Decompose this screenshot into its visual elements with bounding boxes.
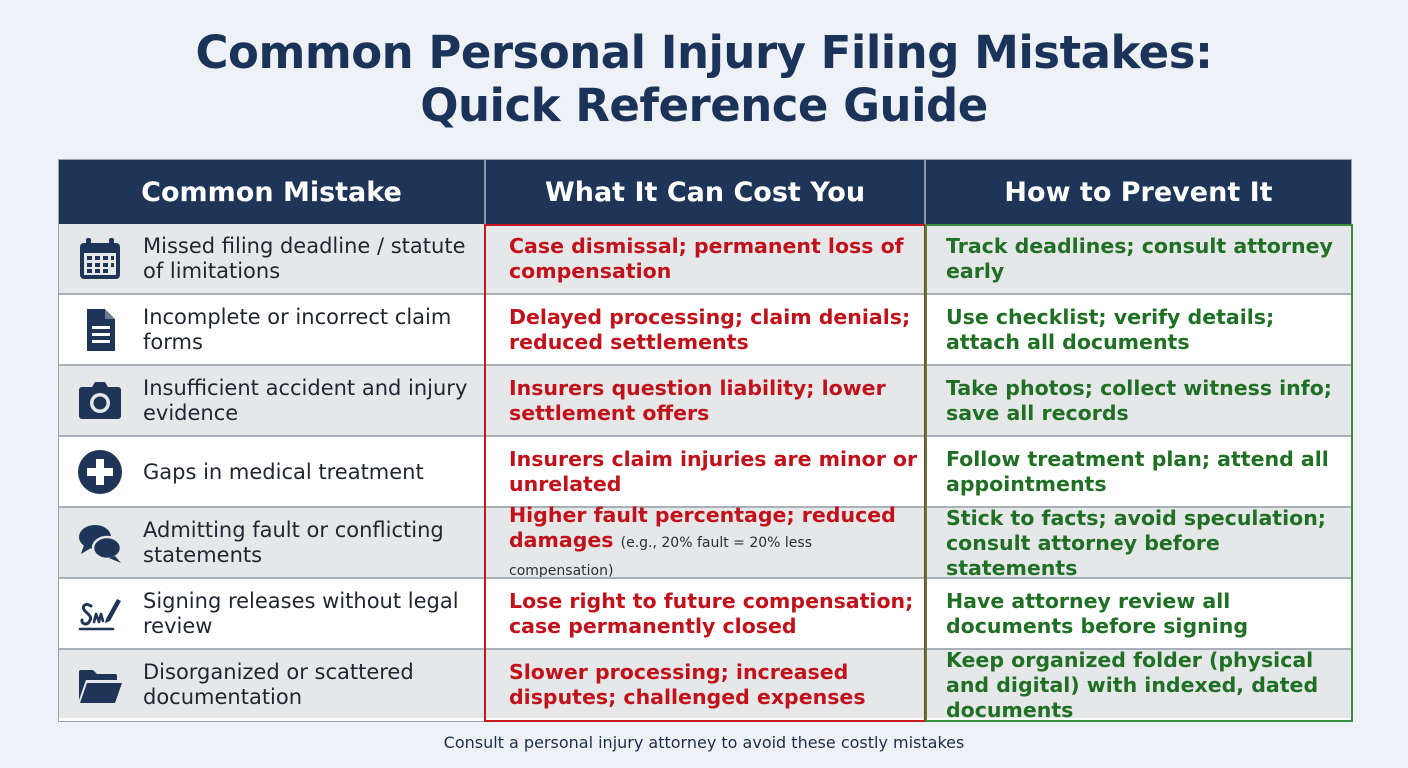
cost-main: Slower processing; increased disputes; c… (509, 660, 866, 709)
cost-main: Higher fault percentage; reduced damages (509, 502, 896, 552)
cost-text: Higher fault percentage; reduced damages… (509, 503, 919, 579)
header-divider (484, 160, 486, 224)
mistakes-table: Common Mistake What It Can Cost You How … (58, 159, 1353, 722)
cost-main: Delayed processing; claim denials; reduc… (509, 305, 911, 354)
mistake-text: Disorganized or scattered documentation (143, 660, 414, 709)
page-title: Common Personal Injury Filing Mistakes: … (0, 26, 1408, 132)
prevent-text: Follow treatment plan; attend all appoin… (946, 447, 1329, 496)
folder-icon (75, 660, 125, 710)
speech-bubbles-icon (75, 518, 125, 568)
header-divider (924, 160, 926, 224)
row-divider (59, 293, 1351, 295)
table-row: Signing releases without legal review Lo… (59, 579, 1351, 649)
table-row: Disorganized or scattered documentation … (59, 647, 1351, 722)
header-cost: What It Can Cost You (486, 160, 924, 224)
prevent-text: Take photos; collect witness info; save … (946, 376, 1332, 425)
cost-text: Insurers question liability; lower settl… (509, 366, 919, 436)
medical-cross-icon (75, 447, 125, 497)
cost-main: Case dismissal; permanent loss of compen… (509, 234, 904, 283)
cost-text: Insurers claim injuries are minor or unr… (509, 437, 919, 507)
prevent-text: Track deadlines; consult attorney early (946, 234, 1333, 283)
row-divider (59, 577, 1351, 579)
cost-main: Insurers question liability; lower settl… (509, 376, 886, 425)
title-line-2: Quick Reference Guide (420, 79, 988, 132)
title-line-1: Common Personal Injury Filing Mistakes: (195, 26, 1213, 79)
table-row: Insufficient accident and injury evidenc… (59, 366, 1351, 436)
row-divider (59, 364, 1351, 366)
prevent-text: Keep organized folder (physical and digi… (946, 647, 1319, 722)
mistake-text: Incomplete or incorrect claim forms (143, 305, 452, 354)
cost-note: (e.g., 20% fault = 20% less compensation… (509, 534, 813, 579)
table-row: Gaps in medical treatment Insurers claim… (59, 437, 1351, 507)
table-row: Missed filing deadline / statute of limi… (59, 224, 1351, 294)
row-divider (59, 435, 1351, 437)
mistake-text: Signing releases without legal review (143, 589, 459, 638)
row-divider (59, 648, 1351, 650)
cost-text: Case dismissal; permanent loss of compen… (509, 224, 919, 294)
cost-text: Delayed processing; claim denials; reduc… (509, 295, 919, 365)
signature-pen-icon (75, 589, 125, 639)
header-common-mistake: Common Mistake (59, 160, 484, 224)
prevent-text: Have attorney review all documents befor… (946, 589, 1249, 638)
header-prevent: How to Prevent It (926, 160, 1351, 224)
mistake-text: Gaps in medical treatment (143, 459, 424, 484)
table-row: Incomplete or incorrect claim forms Dela… (59, 295, 1351, 365)
table-row: Admitting fault or conflicting statement… (59, 503, 1351, 580)
prevent-text: Stick to facts; avoid speculation; consu… (946, 505, 1326, 580)
cost-main: Insurers claim injuries are minor or unr… (509, 447, 918, 496)
row-divider (59, 506, 1351, 508)
document-icon (75, 305, 125, 355)
camera-icon (75, 376, 125, 426)
mistake-text: Admitting fault or conflicting statement… (143, 518, 444, 567)
footer-note: Consult a personal injury attorney to av… (443, 733, 965, 752)
cost-text: Lose right to future compensation; case … (509, 579, 919, 649)
mistake-text: Missed filing deadline / statute of limi… (143, 234, 466, 283)
mistake-text: Insufficient accident and injury evidenc… (143, 376, 468, 425)
prevent-text: Use checklist; verify details; attach al… (946, 305, 1275, 354)
cost-main: Lose right to future compensation; case … (509, 589, 914, 638)
calendar-icon (75, 234, 125, 284)
cost-text: Slower processing; increased disputes; c… (509, 650, 919, 720)
